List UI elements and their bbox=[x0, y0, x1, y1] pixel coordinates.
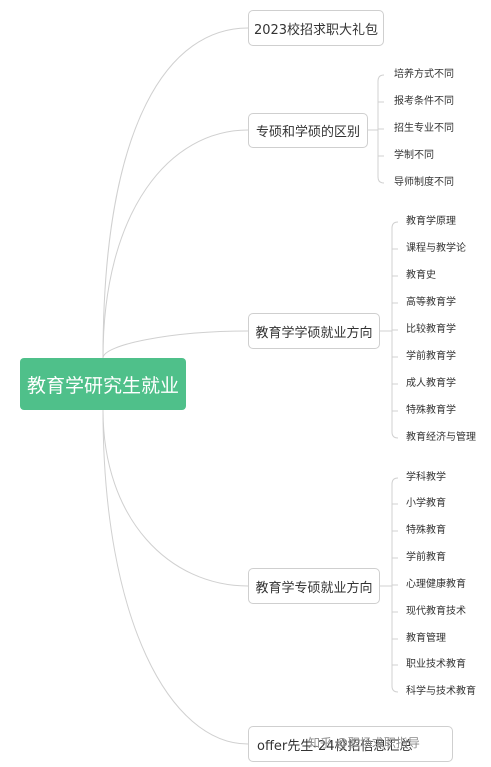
leaf-academic-6[interactable]: 学前教育学 bbox=[406, 351, 456, 362]
leaf-professional-1[interactable]: 学科教学 bbox=[406, 472, 446, 483]
leaf-professional-4[interactable]: 学前教育 bbox=[406, 552, 446, 563]
branch-offer-summary[interactable]: offer先生-24校招信息汇总 bbox=[248, 726, 453, 762]
leaf-professional-6[interactable]: 现代教育技术 bbox=[406, 606, 466, 617]
leaf-admission-requirements[interactable]: 报考条件不同 bbox=[394, 96, 454, 107]
leaf-professional-9[interactable]: 科学与技术教育 bbox=[406, 686, 476, 697]
leaf-professional-2[interactable]: 小学教育 bbox=[406, 498, 446, 509]
leaf-academic-3[interactable]: 教育史 bbox=[406, 270, 436, 281]
link-root-branch-3 bbox=[102, 330, 249, 359]
link-root-branch-4 bbox=[102, 409, 249, 587]
leaf-academic-5[interactable]: 比较教育学 bbox=[406, 324, 456, 335]
leaf-enrollment-majors[interactable]: 招生专业不同 bbox=[394, 123, 454, 134]
leaf-professional-8[interactable]: 职业技术教育 bbox=[406, 659, 466, 670]
leaf-program-length[interactable]: 学制不同 bbox=[394, 150, 434, 161]
branch-academic-master-careers[interactable]: 教育学学硕就业方向 bbox=[248, 313, 380, 349]
link-root-branch-1 bbox=[102, 27, 249, 359]
leaf-professional-7[interactable]: 教育管理 bbox=[406, 633, 446, 644]
leaf-training-method[interactable]: 培养方式不同 bbox=[394, 69, 454, 80]
leaf-academic-1[interactable]: 教育学原理 bbox=[406, 216, 456, 227]
leaf-academic-7[interactable]: 成人教育学 bbox=[406, 378, 456, 389]
link-root-branch-5 bbox=[102, 409, 249, 745]
leaf-academic-2[interactable]: 课程与教学论 bbox=[406, 243, 466, 254]
zhihu-watermark: 知乎 @职场求职指导 bbox=[308, 736, 420, 750]
link-root-branch-2 bbox=[102, 129, 249, 359]
leaf-professional-5[interactable]: 心理健康教育 bbox=[406, 579, 466, 590]
leaf-academic-4[interactable]: 高等教育学 bbox=[406, 297, 456, 308]
leaf-academic-9[interactable]: 教育经济与管理 bbox=[406, 432, 476, 443]
leaf-supervisor-system[interactable]: 导师制度不同 bbox=[394, 177, 454, 188]
branch-2023-gift-pack[interactable]: 2023校招求职大礼包 bbox=[248, 10, 384, 46]
root-topic[interactable]: 教育学研究生就业 bbox=[20, 358, 186, 410]
branch-professional-master-careers[interactable]: 教育学专硕就业方向 bbox=[248, 568, 380, 604]
leaf-academic-8[interactable]: 特殊教育学 bbox=[406, 405, 456, 416]
branch-degree-difference[interactable]: 专硕和学硕的区别 bbox=[248, 113, 368, 148]
leaf-professional-3[interactable]: 特殊教育 bbox=[406, 525, 446, 536]
